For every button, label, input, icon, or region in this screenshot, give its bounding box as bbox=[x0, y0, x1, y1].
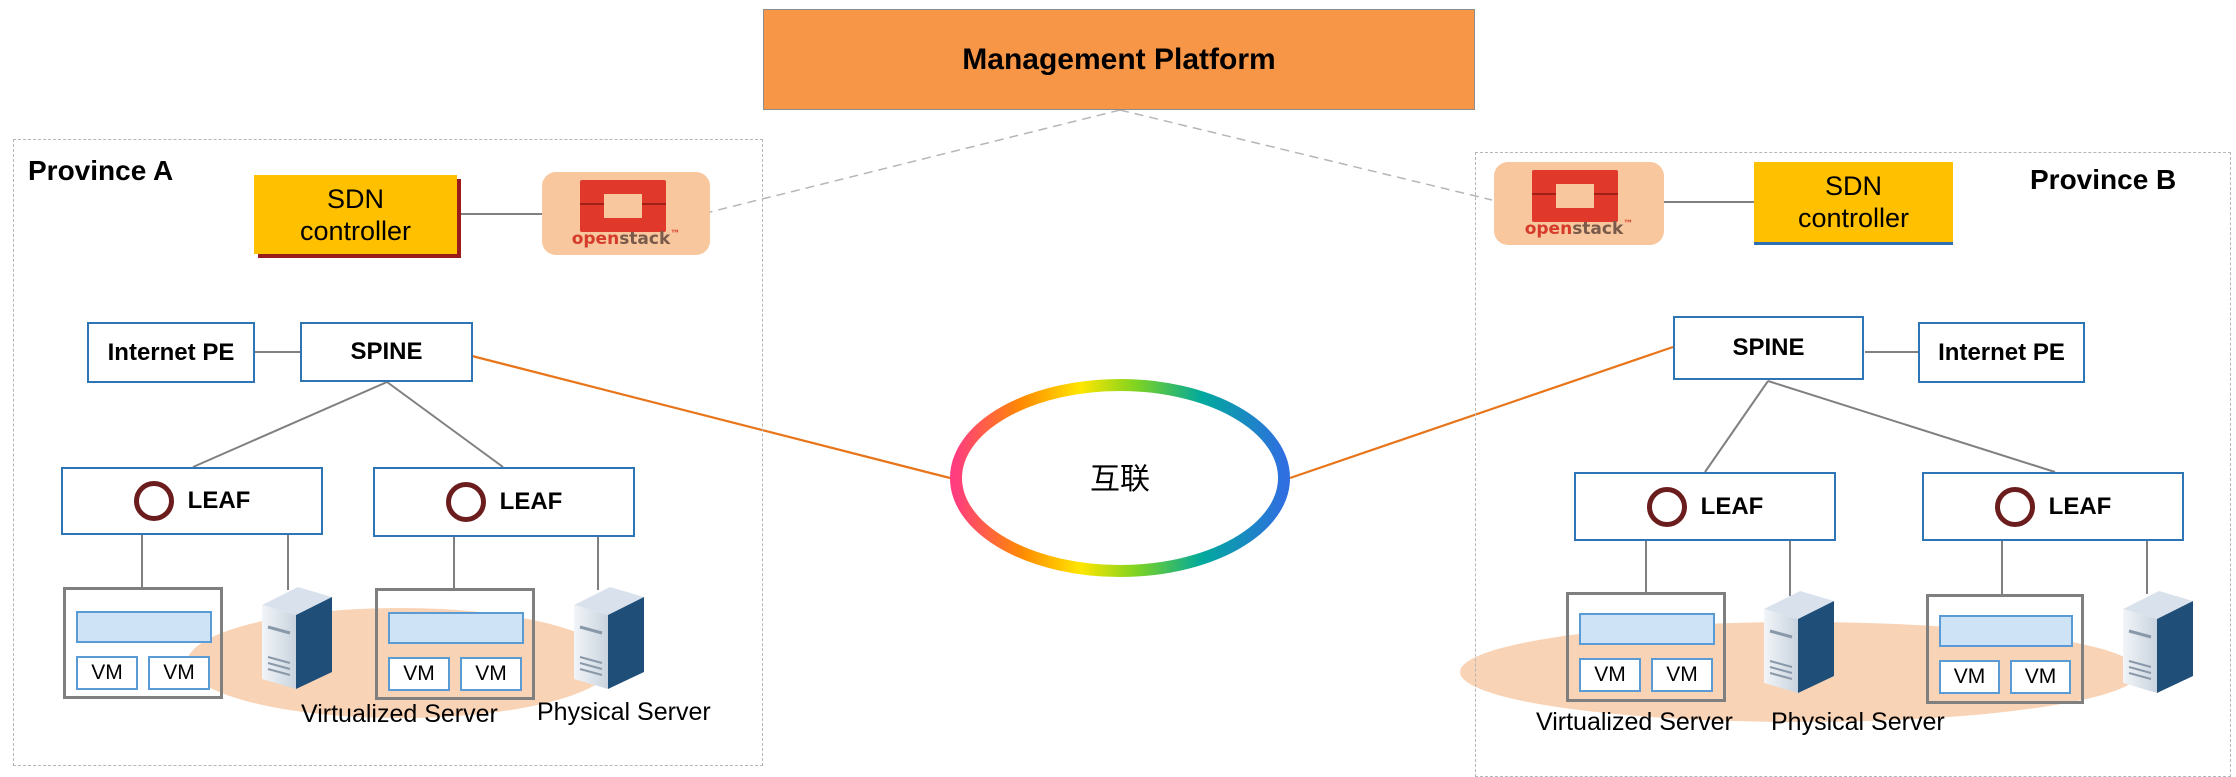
openstack-b: openstack™ bbox=[1494, 162, 1664, 245]
openstack-tm: ™ bbox=[1623, 219, 1634, 230]
vm-label: VM bbox=[403, 662, 435, 685]
management-platform: Management Platform bbox=[763, 9, 1475, 110]
vm-box: VM bbox=[1939, 660, 2000, 694]
spine-label: SPINE bbox=[350, 338, 423, 365]
management-platform-label: Management Platform bbox=[962, 42, 1276, 76]
hypervisor-bar bbox=[1939, 615, 2073, 647]
leaf-b1: LEAF bbox=[1574, 472, 1836, 541]
internet-pe-a: Internet PE bbox=[87, 322, 255, 383]
virtualized-server-caption-a: Virtualized Server bbox=[301, 700, 498, 728]
province-a-label: Province A bbox=[28, 155, 174, 186]
spine-b: SPINE bbox=[1673, 316, 1864, 380]
sdn-controller-b: SDN controller bbox=[1754, 162, 1953, 242]
province-a-region bbox=[13, 139, 763, 766]
leaf-a1: LEAF bbox=[61, 467, 323, 535]
openstack-tm: ™ bbox=[670, 229, 681, 240]
sdn-line1: SDN bbox=[326, 183, 384, 214]
vm-box: VM bbox=[148, 656, 210, 690]
vm-label: VM bbox=[163, 661, 195, 684]
vm-label: VM bbox=[1666, 663, 1698, 686]
openstack-prefix: open bbox=[1524, 219, 1573, 239]
leaf-circle-icon bbox=[445, 482, 486, 522]
internet-pe-b: Internet PE bbox=[1918, 322, 2085, 383]
virtualized-server-a1: VM VM bbox=[63, 587, 223, 699]
internet-pe-label: Internet PE bbox=[107, 338, 235, 366]
vm-box: VM bbox=[460, 657, 522, 691]
leaf-circle-icon bbox=[1994, 486, 2035, 527]
interconnect-label: 互联 bbox=[1090, 462, 1150, 497]
leaf-label: LEAF bbox=[2048, 492, 2112, 520]
vm-box: VM bbox=[2010, 660, 2071, 694]
physical-server-icon bbox=[2123, 591, 2193, 693]
openstack-a: openstack™ bbox=[542, 172, 710, 255]
sdn-line1: SDN bbox=[1824, 171, 1882, 201]
leaf-a2: LEAF bbox=[373, 467, 635, 537]
physical-server-caption-a: Physical Server bbox=[537, 698, 711, 726]
spine-leaf-link bbox=[386, 381, 504, 468]
sdn-line2: controller bbox=[1797, 203, 1910, 233]
mgmt-link bbox=[1119, 109, 1493, 201]
interconnect-ring bbox=[950, 379, 1290, 577]
vm-label: VM bbox=[1594, 663, 1626, 686]
openstack-suffix: stack bbox=[619, 229, 671, 249]
virtualized-server-a2: VM VM bbox=[375, 588, 535, 700]
vm-box: VM bbox=[76, 656, 138, 690]
spine-a: SPINE bbox=[300, 322, 473, 382]
physical-server-icon bbox=[1764, 591, 1834, 693]
hypervisor-bar bbox=[388, 612, 524, 644]
leaf-label: LEAF bbox=[1700, 492, 1764, 520]
vm-box: VM bbox=[1651, 658, 1713, 692]
leaf-circle-icon bbox=[1646, 486, 1687, 527]
leaf-circle-icon bbox=[133, 481, 174, 521]
spine-label: SPINE bbox=[1732, 334, 1805, 361]
openstack-logo-icon bbox=[580, 180, 666, 232]
spine-leaf-link bbox=[192, 381, 388, 468]
physical-server-icon bbox=[262, 587, 332, 689]
virtualized-server-b1: VM VM bbox=[1566, 592, 1726, 702]
openstack-wordmark: openstack™ bbox=[542, 229, 710, 249]
openstack-logo-icon bbox=[1532, 170, 1618, 222]
leaf-label: LEAF bbox=[187, 487, 251, 514]
virtualized-server-b2: VM VM bbox=[1926, 594, 2084, 704]
spine-leaf-link bbox=[1767, 380, 2056, 473]
sdn-controller-a: SDN controller bbox=[254, 175, 457, 254]
leaf-b2: LEAF bbox=[1922, 472, 2184, 541]
sdn-line2: controller bbox=[299, 215, 412, 246]
virtualized-server-caption-b: Virtualized Server bbox=[1536, 708, 1733, 736]
internet-pe-label: Internet PE bbox=[1938, 338, 2065, 366]
spine-leaf-link bbox=[1704, 380, 1769, 473]
hypervisor-bar bbox=[76, 611, 212, 643]
physical-server-caption-b: Physical Server bbox=[1771, 708, 1945, 736]
province-b-label: Province B bbox=[2030, 164, 2177, 195]
openstack-suffix: stack bbox=[1572, 219, 1624, 239]
vm-box: VM bbox=[388, 657, 450, 691]
interconnect-link bbox=[471, 354, 951, 480]
vm-label: VM bbox=[91, 661, 123, 684]
openstack-wordmark: openstack™ bbox=[1494, 219, 1664, 239]
interconnect-link bbox=[1289, 345, 1674, 480]
hypervisor-bar bbox=[1579, 613, 1715, 645]
vm-label: VM bbox=[2024, 665, 2057, 688]
leaf-label: LEAF bbox=[499, 488, 563, 515]
vm-box: VM bbox=[1579, 658, 1641, 692]
physical-server-icon bbox=[574, 587, 644, 689]
vm-label: VM bbox=[1953, 665, 1986, 688]
vm-label: VM bbox=[475, 662, 507, 685]
openstack-prefix: open bbox=[571, 229, 620, 249]
mgmt-link bbox=[709, 109, 1121, 213]
